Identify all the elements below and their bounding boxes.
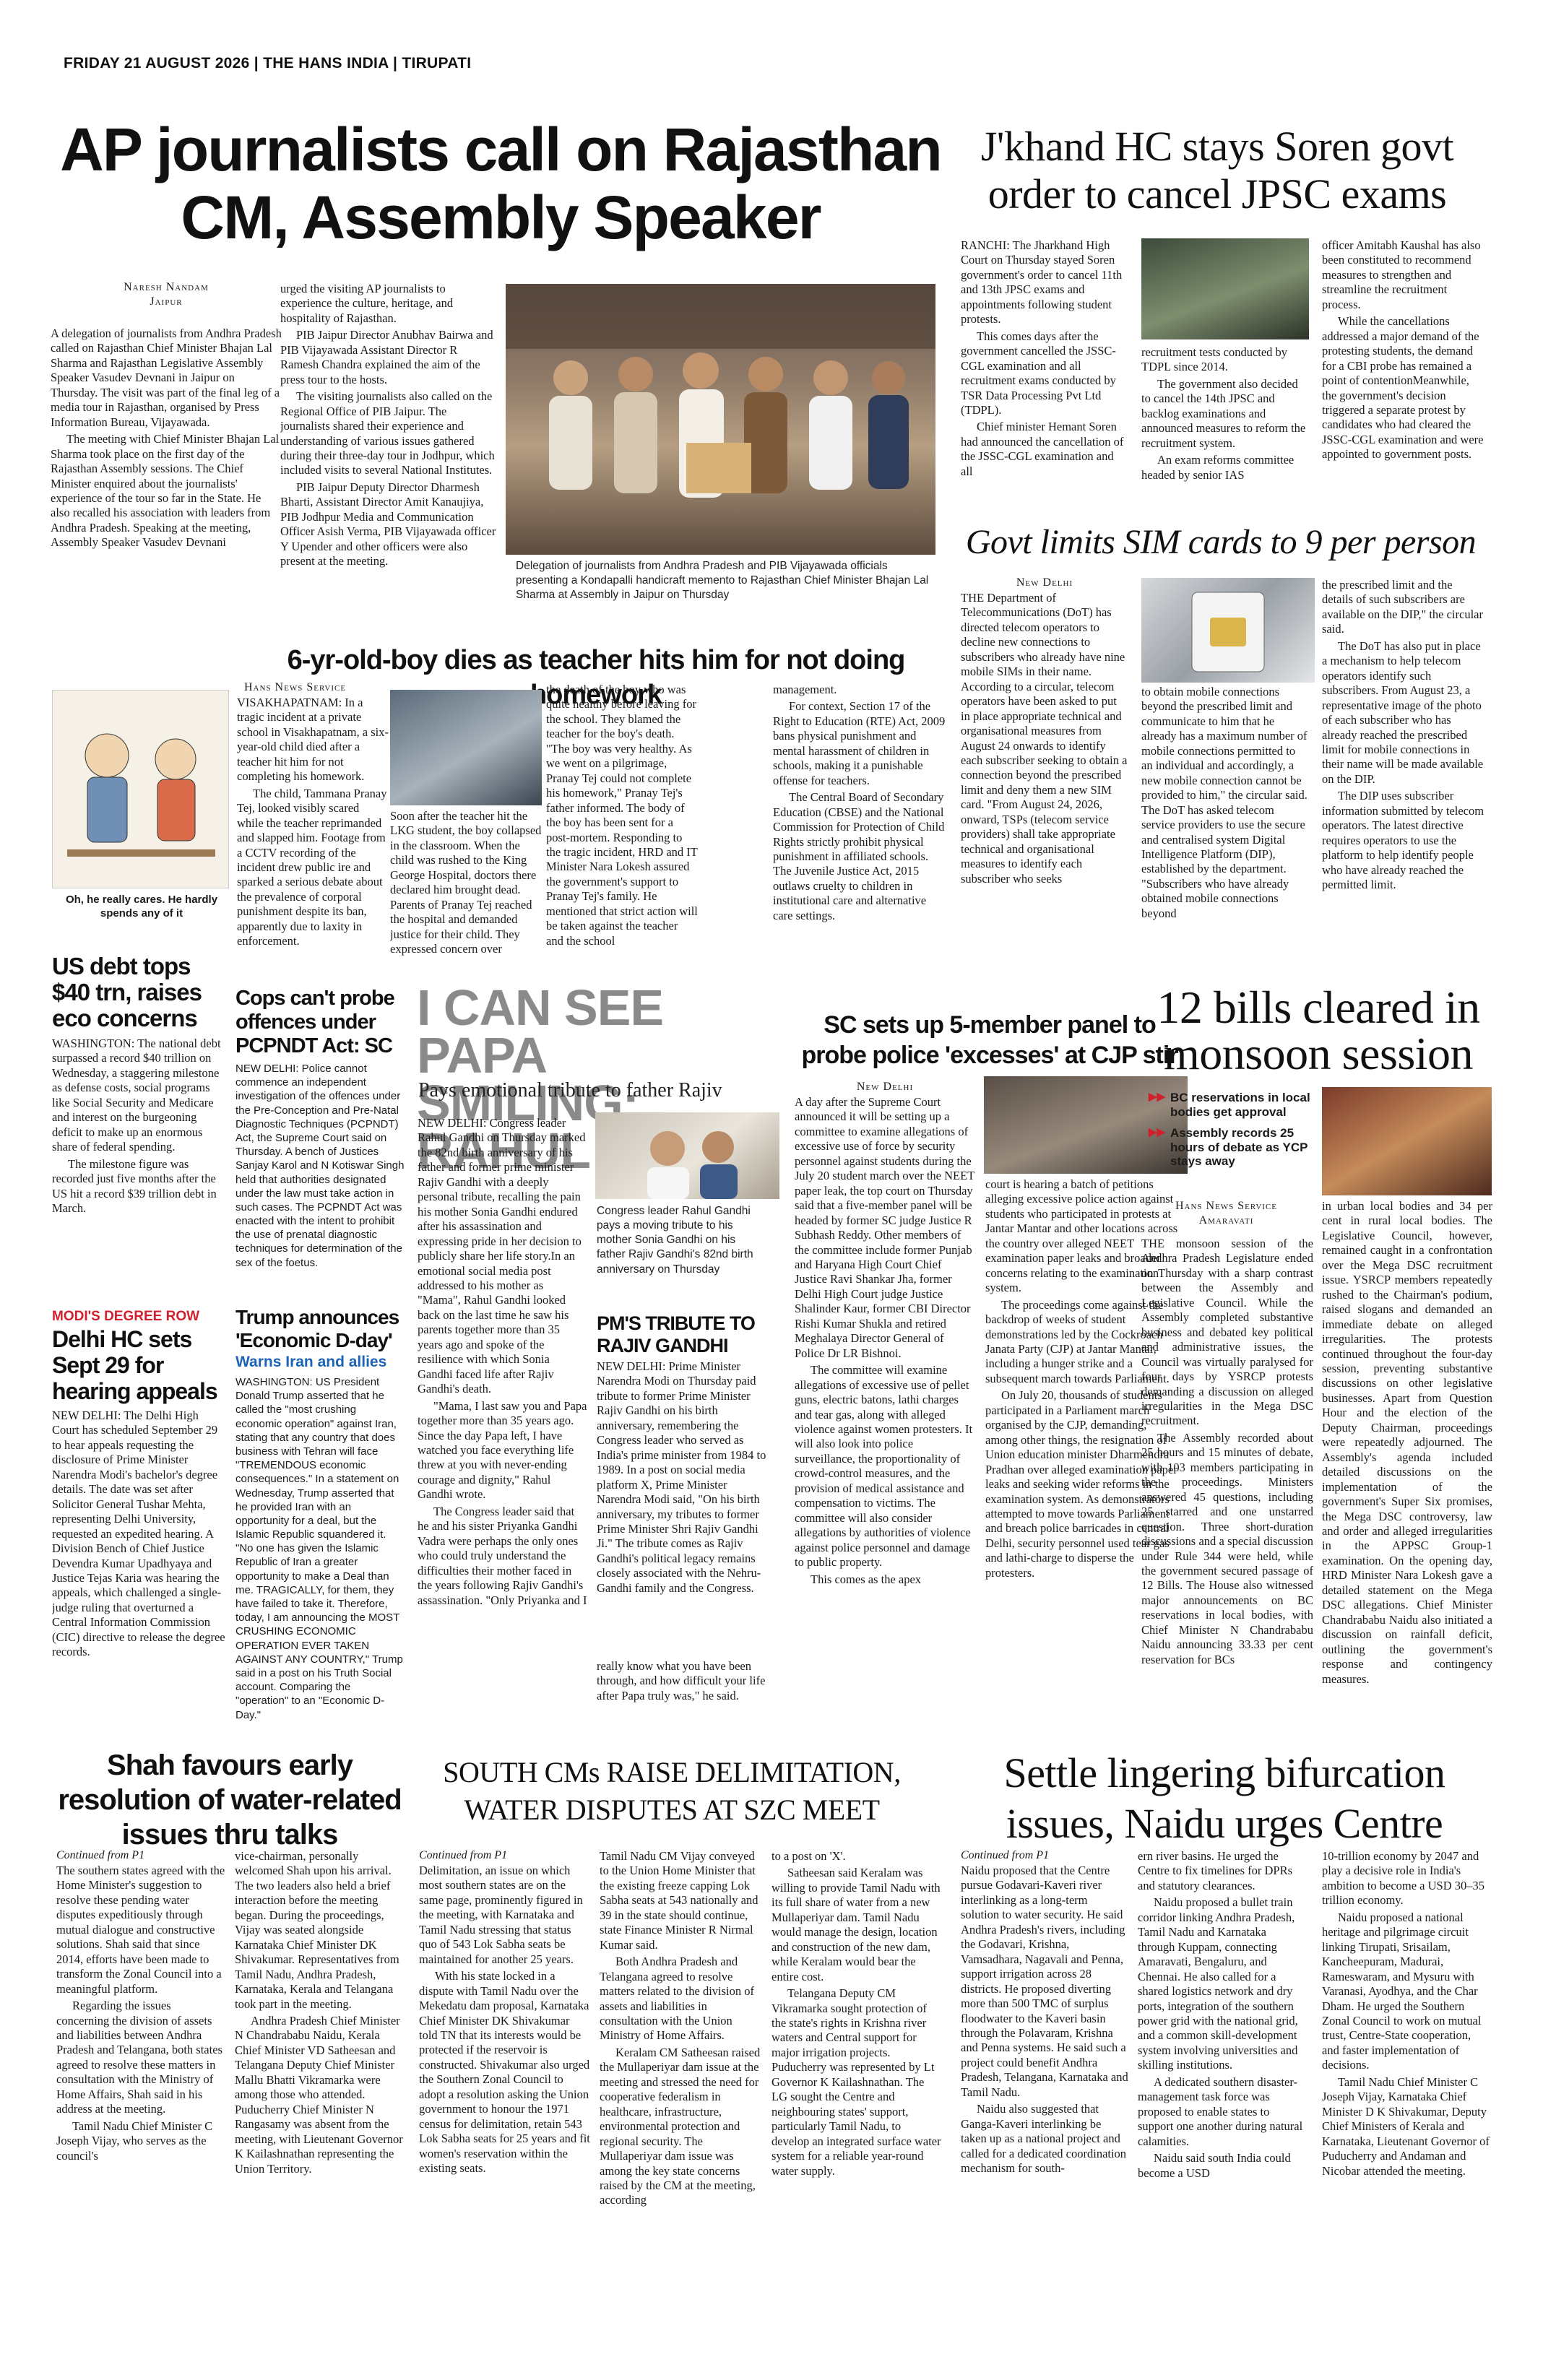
article-body-col: THE monsoon session of the Andhra Prades… bbox=[1141, 1237, 1313, 1666]
masthead-sep: | bbox=[393, 55, 398, 72]
article-body-col: ern river basins. He urged the Centre to… bbox=[1138, 1849, 1303, 2180]
arrow-icon: ▶▶ bbox=[1149, 1126, 1166, 1139]
cartoon-icon bbox=[67, 733, 215, 857]
byline: Hans News Service bbox=[244, 681, 347, 693]
photo-sim bbox=[1141, 578, 1315, 683]
article-ap-journalists: AP journalists call on Rajasthan CM, Ass… bbox=[49, 116, 952, 621]
headline-pcpndt: Cops can't probe offences under PCPNDT A… bbox=[235, 987, 395, 1057]
continued-note: Continued from P1 bbox=[56, 1849, 145, 1861]
photo-rahul bbox=[595, 1112, 779, 1199]
headline-12-bills: 12 bills cleared in monsoon session bbox=[1157, 982, 1480, 1079]
article-body-col: WASHINGTON: The national debt surpassed … bbox=[52, 1037, 221, 1215]
headline-south-cms: SOUTH CMs RAISE DELIMITATION, WATER DISP… bbox=[443, 1756, 901, 1826]
article-body-col: A day after the Supreme Court announced … bbox=[795, 1095, 974, 1586]
photo-assembly bbox=[1322, 1087, 1492, 1195]
continued-note: Continued from P1 bbox=[961, 1849, 1050, 1861]
bullet-item: ▶▶BC reservations in local bodies get ap… bbox=[1149, 1091, 1310, 1119]
article-body-col: Delimitation, an issue on which most sou… bbox=[419, 1864, 590, 2176]
headline-shah: Shah favours early resolution of water-r… bbox=[58, 1749, 402, 1851]
photo-delegation bbox=[506, 284, 935, 555]
portrait-icon bbox=[647, 1131, 738, 1199]
article-body-col: The southern states agreed with the Home… bbox=[56, 1864, 225, 2163]
photo-sc bbox=[984, 1076, 1188, 1174]
headline-delhi-hc: Delhi HC sets Sept 29 for hearing appeal… bbox=[52, 1326, 218, 1404]
photo-caption: Delegation of journalists from Andhra Pr… bbox=[516, 560, 929, 602]
article-body-col: Soon after the teacher hit the LKG stude… bbox=[390, 809, 542, 956]
article-body-col: officer Amitabh Kaushal has also been co… bbox=[1322, 238, 1484, 462]
masthead-city: TIRUPATI bbox=[402, 55, 472, 72]
kicker-modi-degree: MODI'S DEGREE ROW bbox=[52, 1309, 200, 1324]
headline-sc-panel: SC sets up 5-member panel to probe polic… bbox=[801, 1011, 1178, 1069]
photo-jkhand bbox=[1141, 238, 1309, 339]
article-body-col: court is hearing a batch of petitions al… bbox=[985, 1177, 1178, 1580]
article-body-col: recruitment tests conducted by TDPL sinc… bbox=[1141, 345, 1306, 482]
photo-figures-icon bbox=[506, 284, 935, 498]
headline-trump: Trump announces 'Economic D-day' bbox=[235, 1306, 399, 1351]
article-body-col: NEW DELHI: The Delhi High Court has sche… bbox=[52, 1408, 225, 1659]
article-body-col: NEW DELHI: Congress leader Rahul Gandhi … bbox=[418, 1116, 587, 1607]
headline-sim: Govt limits SIM cards to 9 per person bbox=[965, 523, 1477, 561]
article-body-col: management. For context, Section 17 of t… bbox=[773, 683, 946, 922]
arrow-icon: ▶▶ bbox=[1149, 1091, 1166, 1103]
masthead: FRIDAY 21 AUGUST 2026 | THE HANS INDIA |… bbox=[64, 55, 471, 72]
bullet-item: ▶▶Assembly records 25 hours of debate as… bbox=[1149, 1126, 1308, 1169]
article-body-col: VISAKHAPATNAM: In a tragic incident at a… bbox=[237, 696, 389, 948]
subhead-trump: Warns Iran and allies bbox=[235, 1354, 387, 1370]
headline-rahul: I CAN SEE PAPA SMILING: RAHUL bbox=[417, 979, 664, 1179]
article-body-col: the death of the boy who was quite healt… bbox=[546, 683, 698, 948]
article-body-col: RANCHI: The Jharkhand High Court on Thur… bbox=[961, 238, 1124, 478]
photo-boy bbox=[390, 690, 542, 805]
headline-pm-tribute: PM'S TRIBUTE TO RAJIV GANDHI bbox=[597, 1312, 756, 1356]
article-body-col: A delegation of journalists from Andhra … bbox=[51, 326, 282, 550]
article-body-col: the prescribed limit and the details of … bbox=[1322, 578, 1484, 892]
article-body-col: really know what you have been through, … bbox=[597, 1659, 766, 1702]
article-body-col: vice-chairman, personally welcomed Shah … bbox=[235, 1849, 403, 2176]
subhead-rahul: Pays emotional tribute to father Rajiv bbox=[418, 1079, 722, 1102]
article-body-col: THE Department of Telecommunications (Do… bbox=[961, 591, 1128, 886]
headline: AP journalists call on Rajasthan CM, Ass… bbox=[60, 116, 943, 251]
masthead-paper: THE HANS INDIA bbox=[263, 55, 389, 72]
article-body-col: to a post on 'X'. Satheesan said Keralam… bbox=[772, 1849, 941, 2178]
article-body-col: Naidu proposed that the Centre pursue Go… bbox=[961, 1864, 1128, 2176]
photo-cartoon bbox=[52, 690, 229, 888]
byline: New Delhi bbox=[1016, 576, 1073, 589]
photo-caption: Congress leader Rahul Gandhi pays a movi… bbox=[597, 1205, 753, 1276]
article-body-col: urged the visiting AP journalists to exp… bbox=[280, 282, 496, 568]
article-body-col: NEW DELHI: Police cannot commence an ind… bbox=[235, 1063, 405, 1269]
byline: Naresh Nandam Jaipur bbox=[124, 281, 209, 308]
continued-note: Continued from P1 bbox=[419, 1849, 508, 1861]
byline: New Delhi bbox=[856, 1081, 914, 1093]
sim-card-icon bbox=[1191, 592, 1265, 672]
masthead-date: FRIDAY 21 AUGUST 2026 bbox=[64, 55, 250, 72]
headline-us-debt: US debt tops $40 trn, raises eco concern… bbox=[52, 953, 202, 1031]
masthead-sep: | bbox=[254, 55, 259, 72]
cartoon-caption: Oh, he really cares. He hardly spends an… bbox=[65, 893, 218, 920]
headline-jkhand: J'khand HC stays Soren govt order to can… bbox=[980, 123, 1454, 217]
headline-boy: 6-yr-old-boy dies as teacher hits him fo… bbox=[287, 645, 906, 710]
article-body-col: WASHINGTON: US President Donald Trump as… bbox=[235, 1376, 403, 1721]
headline-naidu: Settle lingering bifurcation issues, Nai… bbox=[1003, 1749, 1445, 1847]
article-body-col: 10-trillion economy by 2047 and play a d… bbox=[1322, 1849, 1490, 2178]
bullet-list: ▶▶BC reservations in local bodies get ap… bbox=[1149, 1091, 1311, 1176]
article-body-col: in urban local bodies and 34 per cent in… bbox=[1322, 1199, 1492, 1686]
byline: Hans News Service Amaravati bbox=[1175, 1200, 1278, 1226]
article-body-col: to obtain mobile connections beyond the … bbox=[1141, 685, 1308, 920]
article-body-col: NEW DELHI: Prime Minister Narendra Modi … bbox=[597, 1359, 766, 1595]
article-body-col: Tamil Nadu CM Vijay conveyed to the Unio… bbox=[600, 1849, 761, 2207]
